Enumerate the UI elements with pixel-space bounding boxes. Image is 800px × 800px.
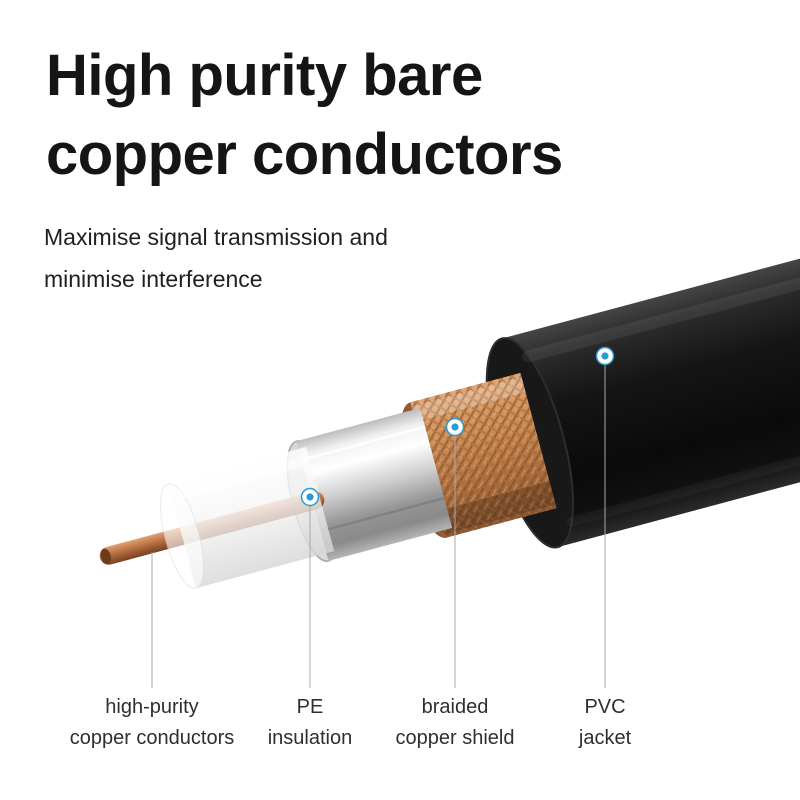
callout-pe-insulation-line-1: PE (296, 696, 324, 718)
callout-pe-insulation: PE insulation (268, 692, 353, 754)
callout-copper-conductors-line-1: high-purity (105, 696, 199, 718)
callout-copper-conductors-line-2: copper conductors (69, 727, 235, 749)
callout-pe-insulation-line-2: insulation (267, 727, 353, 749)
cable-layers (99, 198, 800, 589)
callout-pvc-jacket-line-2: jacket (578, 727, 632, 749)
leader-lines (151, 358, 606, 688)
subtitle-line-1: Maximise signal transmission and (44, 224, 388, 250)
pe-insulation-layer (160, 446, 335, 589)
page-title: High purity bare copper conductors (46, 36, 563, 194)
marker-pvc-jacket (595, 346, 615, 366)
subtitle: Maximise signal transmission and minimis… (44, 216, 388, 300)
callout-pvc-jacket-line-1: PVC (584, 696, 626, 718)
marker-pe-insulation (300, 487, 320, 507)
callout-pvc-jacket: PVC jacket (579, 692, 631, 754)
callout-copper-conductors: high-purity copper conductors (70, 692, 235, 754)
callout-braided-shield-line-1: braided (421, 696, 489, 718)
marker-braided-shield (445, 417, 465, 437)
title-line-1: High purity bare (46, 43, 483, 108)
callout-braided-shield-line-2: copper shield (395, 727, 515, 749)
title-line-2: copper conductors (46, 122, 563, 187)
callout-braided-shield: braided copper shield (396, 692, 515, 754)
subtitle-line-2: minimise interference (44, 266, 263, 292)
